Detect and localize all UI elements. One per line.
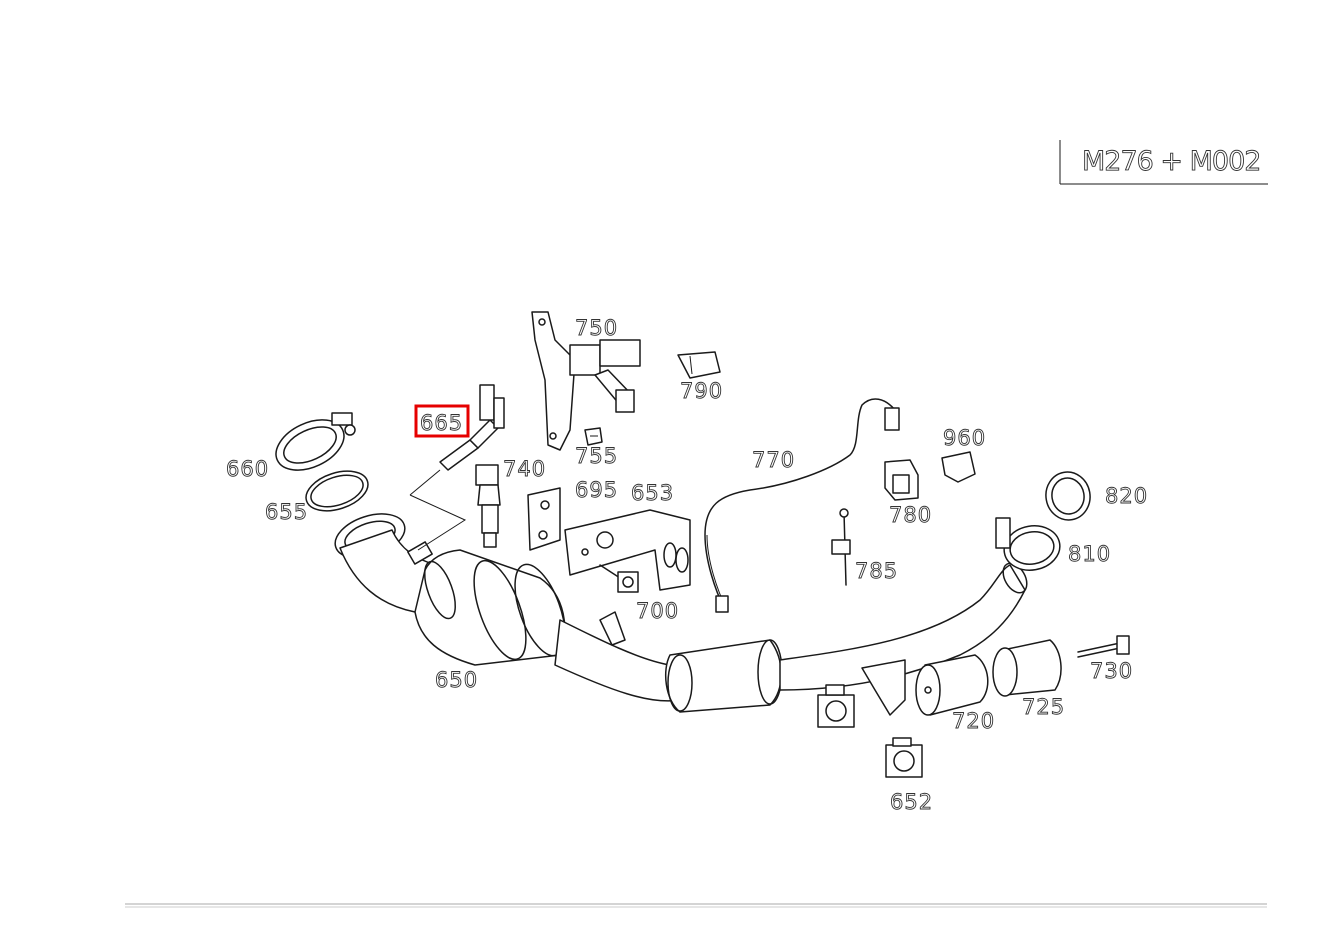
clamp-660-drawing bbox=[275, 412, 356, 471]
bracket-750-drawing bbox=[531, 311, 641, 451]
gasket-655-drawing bbox=[305, 470, 369, 512]
part-label-750[interactable]: 750 bbox=[575, 316, 618, 341]
engine-code-box: M276 + M002 bbox=[1059, 140, 1268, 185]
part-label-700[interactable]: 700 bbox=[636, 599, 679, 624]
part-label-755[interactable]: 755 bbox=[575, 444, 618, 469]
part-label-720[interactable]: 720 bbox=[952, 709, 995, 734]
part-label-790[interactable]: 790 bbox=[680, 379, 723, 404]
part-label-725[interactable]: 725 bbox=[1022, 695, 1065, 720]
part-label-665[interactable]: 665 bbox=[420, 411, 463, 436]
part-label-695[interactable]: 695 bbox=[575, 478, 618, 503]
part-label-660[interactable]: 660 bbox=[226, 457, 269, 482]
gasket-plate-695-drawing bbox=[527, 487, 561, 551]
clip-755-drawing bbox=[584, 427, 603, 446]
ring-820-drawing bbox=[1045, 471, 1091, 521]
clip-790-drawing bbox=[677, 351, 721, 379]
mount-652-drawing bbox=[817, 684, 923, 778]
catalytic-converter-drawing bbox=[334, 513, 1028, 716]
holder-780-drawing bbox=[884, 459, 919, 501]
clamp-810-drawing bbox=[995, 517, 1061, 571]
bracket-653-drawing bbox=[564, 509, 691, 591]
part-label-730[interactable]: 730 bbox=[1090, 659, 1133, 684]
part-label-650[interactable]: 650 bbox=[435, 668, 478, 693]
part-label-820[interactable]: 820 bbox=[1105, 484, 1148, 509]
oxygen-sensor-665-drawing bbox=[409, 384, 505, 551]
part-label-655[interactable]: 655 bbox=[265, 500, 308, 525]
part-label-785[interactable]: 785 bbox=[855, 559, 898, 584]
connector-960-drawing bbox=[941, 451, 976, 483]
sensor-740-drawing bbox=[475, 464, 501, 548]
engine-code-text: M276 + M002 bbox=[1082, 146, 1260, 177]
part-label-653[interactable]: 653 bbox=[631, 481, 674, 506]
part-label-810[interactable]: 810 bbox=[1068, 542, 1111, 567]
tailpipe-725-drawing bbox=[992, 639, 1062, 697]
part-label-960[interactable]: 960 bbox=[943, 426, 986, 451]
temp-sensor-cable-770-drawing bbox=[704, 398, 900, 613]
part-label-770[interactable]: 770 bbox=[752, 448, 795, 473]
nut-700-drawing bbox=[599, 564, 639, 593]
selected-part-highlight bbox=[414, 404, 470, 438]
part-label-652[interactable]: 652 bbox=[890, 790, 933, 815]
footer-rule bbox=[125, 903, 1267, 908]
tailpipe-720-drawing bbox=[915, 654, 989, 716]
part-label-740[interactable]: 740 bbox=[503, 457, 546, 482]
part-number-labels: 750 790 665 755 960 770 660 740 695 653 … bbox=[226, 316, 1148, 815]
part-label-780[interactable]: 780 bbox=[889, 503, 932, 528]
bolt-730-drawing bbox=[1077, 635, 1130, 658]
cable-tie-785-drawing bbox=[831, 508, 851, 586]
